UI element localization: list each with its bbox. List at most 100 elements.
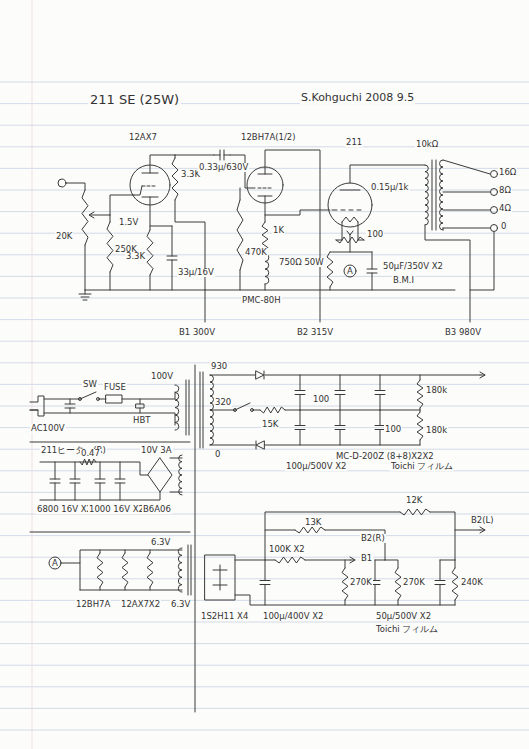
part-label: 1000 16V X2 [88, 505, 145, 514]
wire [265, 284, 266, 290]
wire [80, 590, 182, 591]
wire [55, 462, 56, 479]
fuse-symbol [106, 395, 122, 403]
part-label: 20K [55, 232, 73, 241]
wire [175, 155, 214, 156]
wire [125, 550, 126, 553]
wire [120, 462, 121, 479]
resistor-symbol [97, 553, 103, 587]
part-label: 6.3V [150, 538, 171, 547]
wire [170, 458, 182, 459]
part-label: AC100V [30, 424, 66, 433]
wire [340, 375, 341, 391]
coil-symbol [179, 455, 182, 495]
tube-electrodes [332, 190, 361, 210]
wire [330, 287, 331, 290]
wire [375, 560, 376, 581]
wire [443, 210, 490, 211]
arrow-head [347, 231, 353, 235]
transformer-core [432, 160, 436, 230]
wire [70, 399, 71, 404]
part-label: B3 980V [444, 328, 482, 337]
part-label: 0.15μ/1k [370, 183, 410, 192]
arrow-head [480, 527, 485, 533]
part-label: 270K [402, 578, 426, 587]
resistor-symbol [275, 557, 305, 563]
wire [443, 160, 490, 174]
wire [75, 483, 76, 500]
part-label: 180k [425, 426, 448, 435]
part-label: 100K X2 [268, 545, 306, 554]
wire [265, 560, 266, 581]
capacitor-symbol [65, 404, 75, 408]
capacitor-symbol [115, 479, 125, 483]
part-label: 180k [425, 386, 448, 395]
output-terminal [491, 189, 498, 196]
output-terminal [491, 225, 498, 232]
ruled-line [0, 622, 529, 623]
resistor-symbol [417, 412, 423, 440]
wire [398, 600, 399, 605]
bridge-rectifier [148, 458, 172, 492]
capacitor-symbol [220, 150, 224, 160]
wire [224, 155, 230, 156]
wire [265, 512, 400, 530]
input-jack [58, 179, 66, 187]
part-label: A [346, 267, 354, 276]
resistor-symbol [80, 459, 96, 465]
part-label: 50μF/350V X2 [382, 262, 444, 271]
capacitor-symbol [95, 479, 105, 483]
wire [235, 595, 455, 605]
resistor-symbol [452, 568, 458, 600]
part-label: S.Kohguchi 2008 9.5 [300, 92, 415, 104]
part-label: 6.3V [170, 600, 191, 609]
circuit [30, 150, 498, 712]
divider-line [195, 365, 196, 712]
wire [85, 290, 455, 291]
part-label: 211 [345, 138, 363, 147]
ruled-line [0, 146, 529, 147]
wire [440, 585, 441, 606]
resistor-symbol [260, 407, 285, 413]
part-label: 50μ/500V X2 [375, 612, 432, 621]
part-label: Toichi フィルム [375, 625, 439, 634]
part-label: B.M.I [392, 276, 415, 285]
wire [375, 585, 376, 606]
tube-envelope [328, 183, 372, 227]
part-label: 3.3K [125, 252, 146, 261]
part-label: 16Ω [498, 168, 517, 177]
wire [40, 462, 148, 475]
ruled-line [0, 276, 529, 277]
part-label: A [51, 559, 59, 568]
capacitor-symbol [295, 391, 305, 395]
wire [340, 410, 341, 426]
part-label: B2(R) [360, 534, 386, 543]
part-label: B1 300V [178, 328, 216, 337]
wire [350, 560, 355, 561]
part-label: 100μ/500V X2 [285, 462, 347, 471]
wire [440, 560, 441, 581]
switch-symbol [235, 403, 250, 410]
capacitor-symbol [70, 479, 80, 483]
part-label: 320 [214, 398, 232, 407]
wire [455, 530, 480, 531]
resistor-symbol [417, 380, 423, 408]
capacitor-symbol [50, 479, 60, 483]
part-label: 33μ/16V [177, 268, 215, 277]
part-label: SW [82, 380, 98, 389]
resistor-symbol [107, 222, 113, 272]
wire [300, 410, 380, 411]
part-label: 0 [500, 222, 507, 231]
wire [350, 234, 351, 252]
wire [252, 410, 260, 411]
rectifier-marks [213, 565, 227, 590]
arrow-head [89, 212, 94, 218]
resistor-symbol [327, 252, 333, 287]
wire [61, 550, 182, 563]
part-label: 6800 16V X2 [36, 505, 93, 514]
wire [150, 155, 175, 173]
wire [150, 226, 172, 227]
wire [240, 188, 241, 200]
wire [380, 410, 381, 426]
